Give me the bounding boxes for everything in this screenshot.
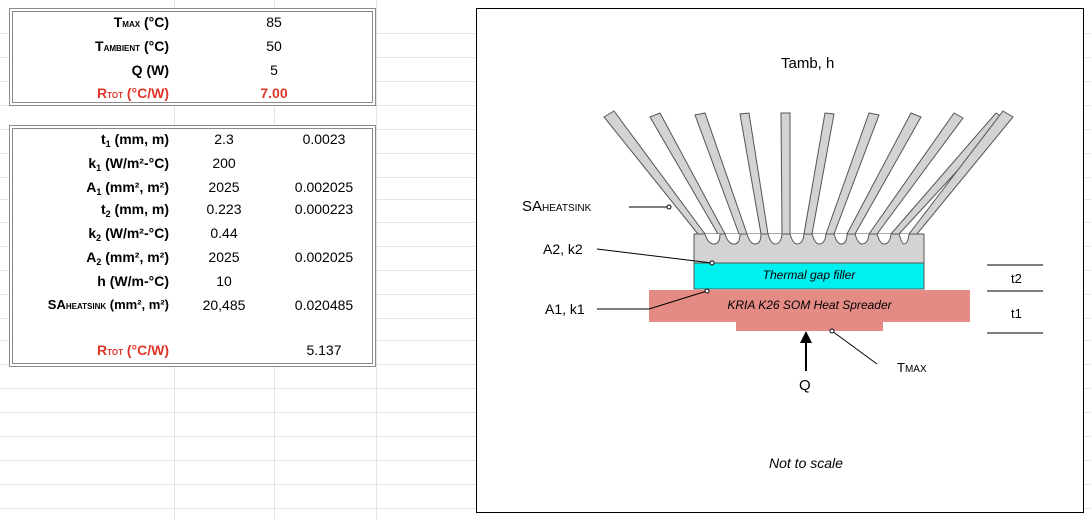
value-a1-mm2[interactable]: 2025 bbox=[208, 179, 240, 195]
label-a1-k1: A1, k1 bbox=[545, 301, 585, 317]
value-t1-mm[interactable]: 2.3 bbox=[214, 131, 234, 147]
value-t1-m[interactable]: 0.0023 bbox=[302, 131, 346, 147]
label-t2-diagram: t2 bbox=[1011, 271, 1022, 286]
value-sa-m2[interactable]: 0.020485 bbox=[294, 297, 354, 313]
label-tambient[interactable]: Tambient (°C) bbox=[95, 38, 169, 54]
label-h[interactable]: h (W/m-°C) bbox=[97, 273, 169, 289]
label-t1-diagram: t1 bbox=[1011, 306, 1022, 321]
label-spreader: KRIA K26 SOM Heat Spreader bbox=[727, 298, 892, 312]
label-t2[interactable]: t2 (mm, m) bbox=[100, 201, 169, 219]
label-tmax[interactable]: Tmax (°C) bbox=[113, 14, 169, 30]
label-a2[interactable]: A2 (mm², m²) bbox=[86, 249, 169, 267]
label-k2[interactable]: k2 (W/m²-°C) bbox=[88, 225, 169, 243]
label-k1[interactable]: k1 (W/m²-°C) bbox=[88, 155, 169, 173]
value-k1[interactable]: 200 bbox=[212, 155, 236, 171]
gap-filler-block bbox=[693, 262, 925, 290]
inputs-table bbox=[9, 8, 376, 106]
heatsink-diagram[interactable]: Tamb, h SAHEATSINK A2, k2 Thermal gap fi… bbox=[476, 8, 1084, 513]
spreader-block bbox=[649, 290, 970, 322]
parameters-table bbox=[9, 125, 376, 367]
value-h[interactable]: 10 bbox=[216, 273, 232, 289]
label-not-to-scale: Not to scale bbox=[769, 455, 843, 471]
label-sa-heatsink[interactable]: SAheatsink (mm², m²) bbox=[47, 297, 169, 312]
value-t2-mm[interactable]: 0.223 bbox=[206, 201, 242, 217]
value-tmax[interactable]: 85 bbox=[266, 14, 282, 30]
label-gap-filler: Thermal gap filler bbox=[762, 268, 856, 282]
spreader-tab bbox=[736, 322, 883, 331]
label-sa-heatsink-diagram: SAHEATSINK bbox=[522, 198, 592, 215]
label-a2-k2: A2, k2 bbox=[543, 241, 583, 257]
value-a1-m2[interactable]: 0.002025 bbox=[294, 179, 354, 195]
value-rtot-calc[interactable]: 5.137 bbox=[306, 342, 342, 358]
label-rtot-calc[interactable]: Rtot (°C/W) bbox=[96, 342, 169, 358]
label-q[interactable]: Q (W) bbox=[131, 62, 169, 78]
label-tmax-diagram: TMAX bbox=[897, 360, 927, 375]
value-q[interactable]: 5 bbox=[270, 62, 278, 78]
value-sa-mm2[interactable]: 20,485 bbox=[202, 297, 246, 313]
value-t2-m[interactable]: 0.000223 bbox=[294, 201, 354, 217]
value-k2[interactable]: 0.44 bbox=[210, 225, 238, 241]
label-a1[interactable]: A1 (mm², m²) bbox=[86, 179, 169, 197]
label-rtot[interactable]: Rtot (°C/W) bbox=[96, 85, 169, 101]
label-q-diagram: Q bbox=[799, 377, 811, 394]
value-rtot[interactable]: 7.00 bbox=[260, 85, 288, 101]
value-a2-mm2[interactable]: 2025 bbox=[208, 249, 240, 265]
label-t1[interactable]: t1 (mm, m) bbox=[100, 131, 169, 149]
value-tambient[interactable]: 50 bbox=[266, 38, 282, 54]
heatsink-fins bbox=[603, 110, 1014, 235]
label-tamb-h: Tamb, h bbox=[781, 55, 835, 72]
value-a2-m2[interactable]: 0.002025 bbox=[294, 249, 354, 265]
diagram-drawing bbox=[596, 110, 1043, 371]
